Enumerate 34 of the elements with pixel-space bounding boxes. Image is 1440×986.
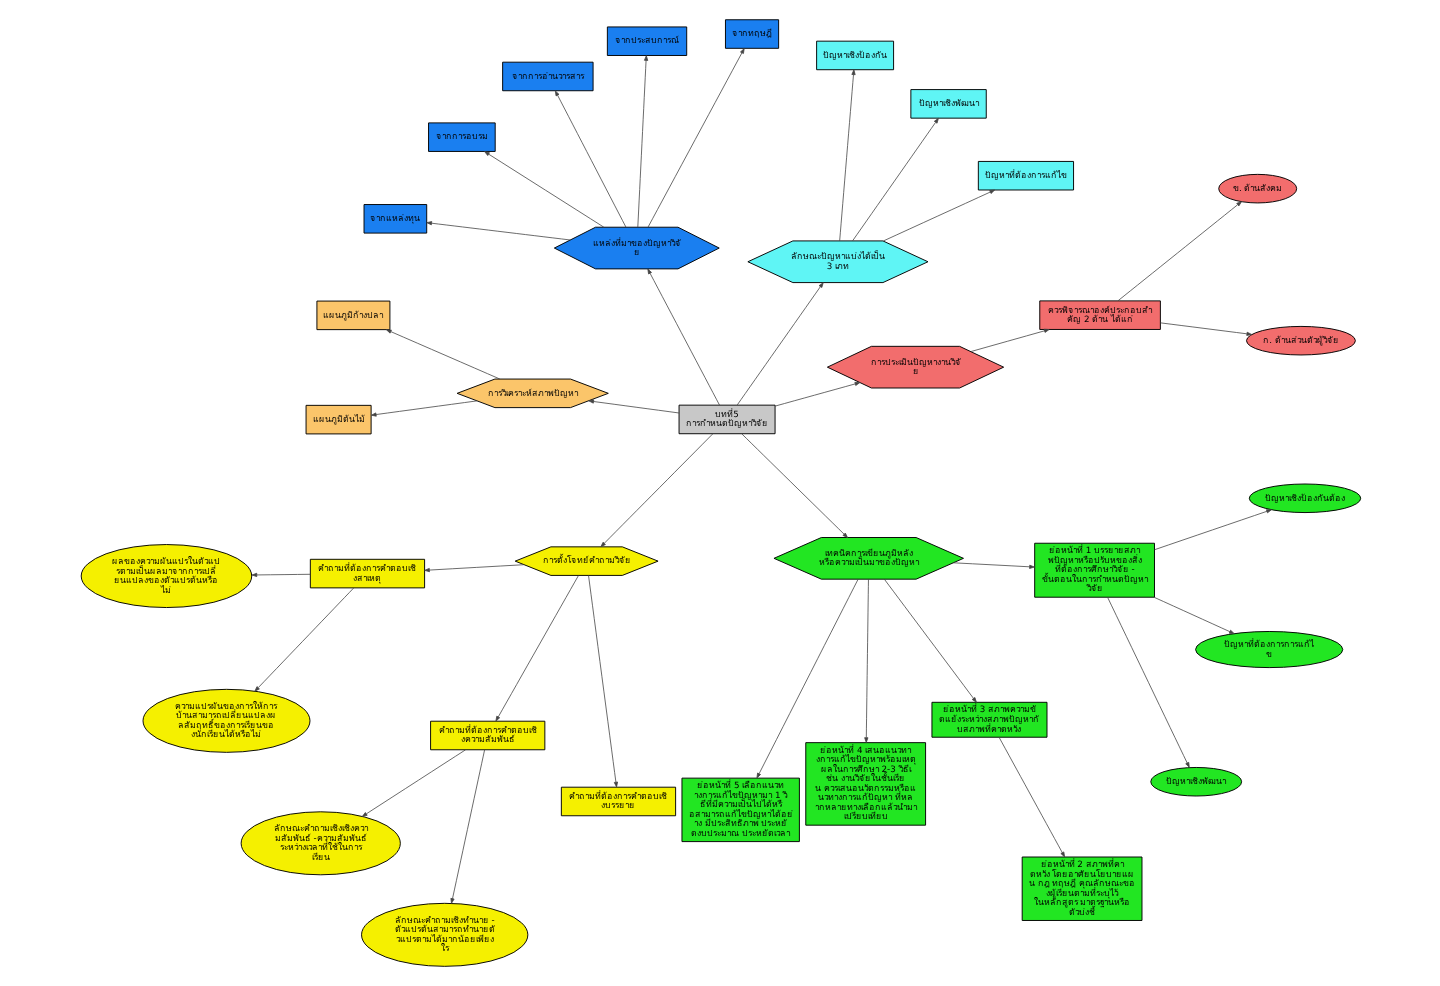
- arrow: [735, 282, 823, 406]
- arrow: [636, 55, 648, 228]
- arrow: [1106, 596, 1189, 768]
- arrow: [423, 564, 524, 573]
- arrow: [740, 433, 847, 538]
- arrow: [425, 221, 570, 241]
- arrow: [755, 578, 858, 779]
- arrow: [599, 433, 713, 548]
- arrow: [449, 749, 484, 904]
- arrow: [369, 400, 477, 417]
- arrow: [863, 578, 868, 743]
- arrow: [1159, 322, 1252, 336]
- arrow: [360, 749, 465, 817]
- arrow: [483, 151, 604, 228]
- arrow: [1116, 201, 1241, 302]
- arrow: [587, 399, 679, 414]
- arrow: [646, 268, 719, 406]
- arrow: [882, 189, 995, 242]
- arrow: [1152, 596, 1234, 635]
- arrow: [952, 562, 1034, 569]
- arrow: [587, 575, 617, 788]
- arrow: [253, 587, 354, 692]
- arrow: [838, 69, 855, 242]
- arrow: [882, 578, 976, 703]
- arrow: [553, 90, 626, 228]
- arrow: [250, 572, 310, 577]
- arrow: [1153, 509, 1271, 551]
- arrow: [997, 737, 1065, 858]
- arrow: [773, 381, 860, 407]
- arrow: [851, 117, 938, 242]
- arrow: [494, 575, 578, 722]
- arrow: [646, 48, 744, 228]
- arrow: [385, 329, 500, 380]
- arrow: [969, 328, 1049, 352]
